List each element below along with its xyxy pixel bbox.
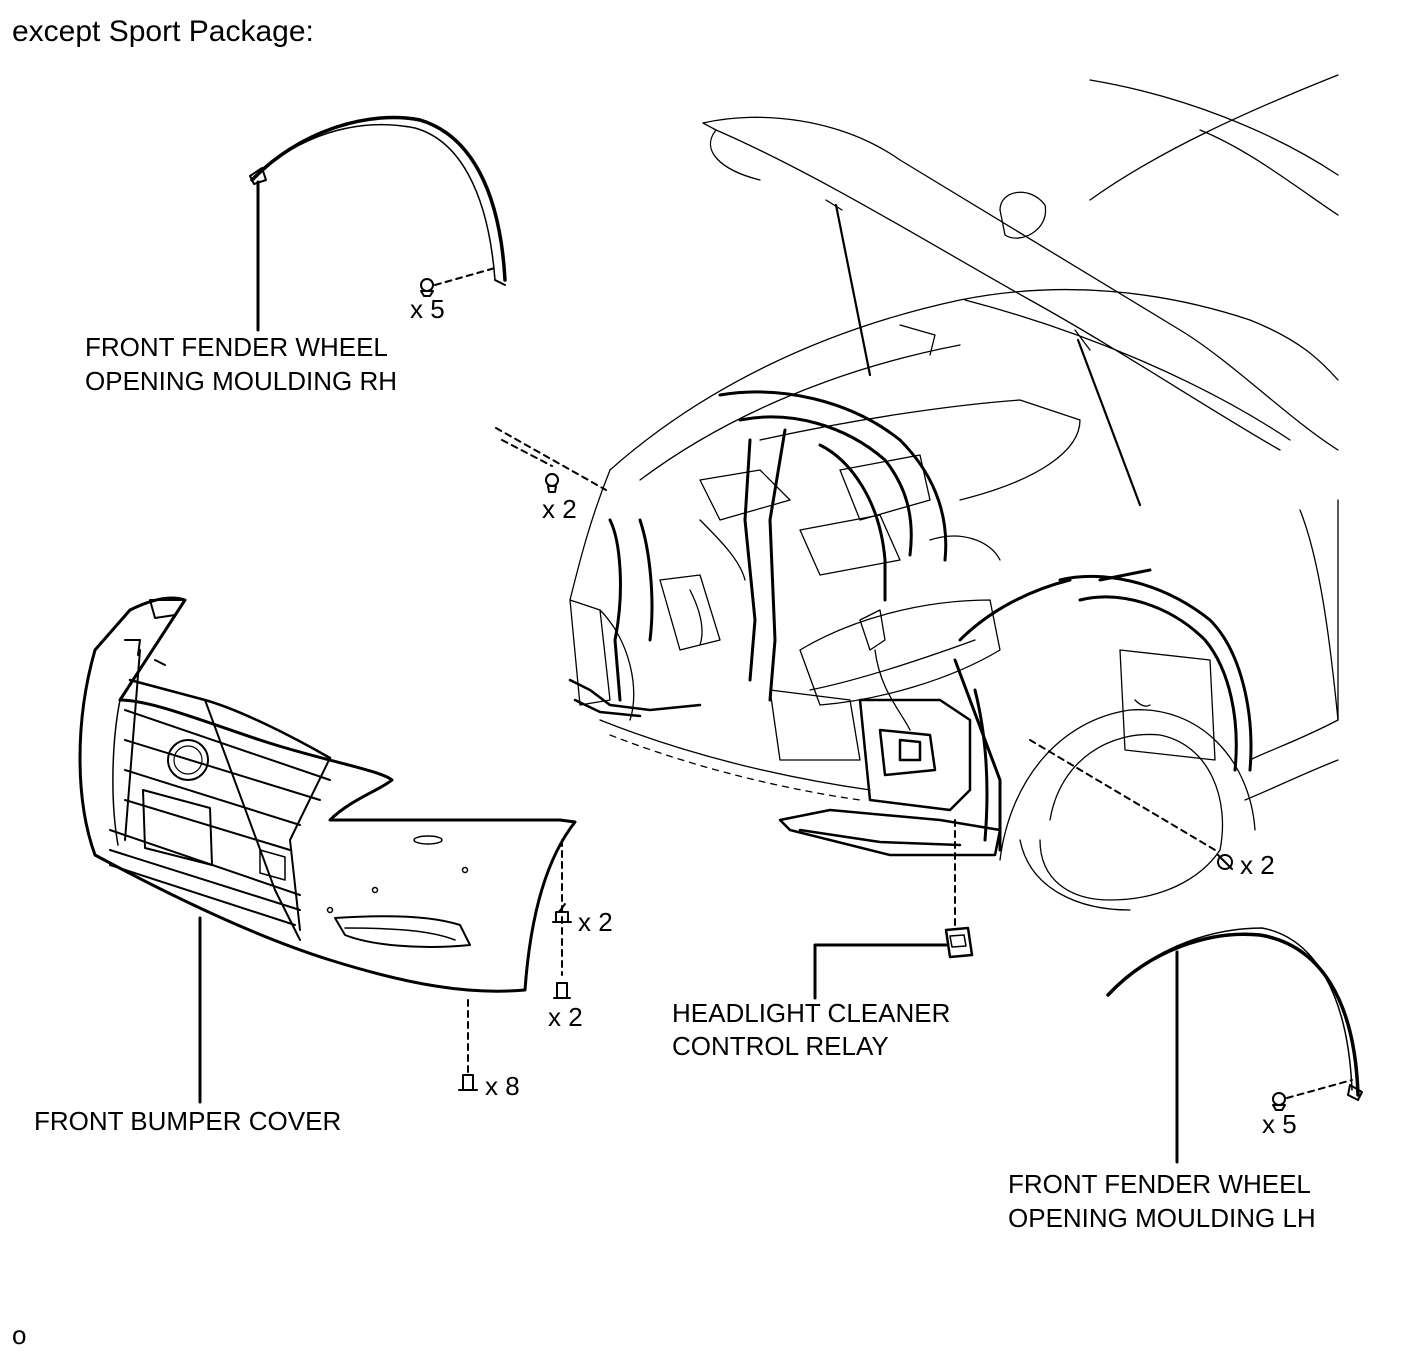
fastener-line-upper	[495, 427, 607, 491]
fender-liner-lh	[953, 568, 1253, 852]
qty-bumper-clips: x 2	[578, 907, 613, 937]
qty-rh-screws: x 5	[410, 294, 445, 324]
screw-icon-bumper-side	[553, 982, 571, 999]
fastener-line-upper-2	[501, 439, 553, 467]
fastener-line-lh	[1286, 1079, 1353, 1099]
clip-icon-fender	[1217, 854, 1233, 870]
label-moulding-rh-line2: OPENING MOULDING RH	[85, 366, 398, 396]
fastener-line-fender	[1029, 739, 1216, 851]
label-moulding-lh-line2: OPENING MOULDING LH	[1008, 1203, 1316, 1233]
relay-drawing	[944, 926, 974, 959]
clip-icon-upper	[545, 473, 559, 493]
qty-upper-clips: x 2	[542, 494, 577, 524]
screw-icon-bumper-lower	[458, 1074, 478, 1091]
moulding-lh-drawing	[1106, 927, 1363, 1101]
moulding-rh-drawing	[249, 115, 507, 286]
label-relay-line2: CONTROL RELAY	[672, 1031, 889, 1061]
screw-icon-rh	[420, 278, 434, 297]
page-heading: except Sport Package:	[12, 15, 314, 48]
qty-lower-screws: x 8	[485, 1071, 520, 1101]
qty-bumper-screws: x 2	[548, 1002, 583, 1032]
car-body	[569, 74, 1339, 911]
label-relay-line1: HEADLIGHT CLEANER	[672, 998, 951, 1028]
lower-bracket	[568, 678, 1002, 857]
fender-liner-rh	[608, 390, 948, 702]
label-bumper-cover: FRONT BUMPER COVER	[34, 1106, 342, 1136]
clip-icon-bumper	[552, 903, 572, 923]
leader-relay	[813, 943, 948, 1000]
label-moulding-lh-line1: FRONT FENDER WHEEL	[1008, 1169, 1311, 1199]
footer-mark: o	[12, 1320, 27, 1350]
screw-icon-lh	[1272, 1092, 1286, 1111]
label-moulding-rh-line1: FRONT FENDER WHEEL	[85, 332, 388, 362]
qty-lh-screws: x 5	[1262, 1109, 1297, 1139]
fastener-line-rh	[434, 267, 496, 286]
bumper-cover-drawing	[78, 596, 577, 993]
qty-fender-clips: x 2	[1240, 850, 1275, 880]
